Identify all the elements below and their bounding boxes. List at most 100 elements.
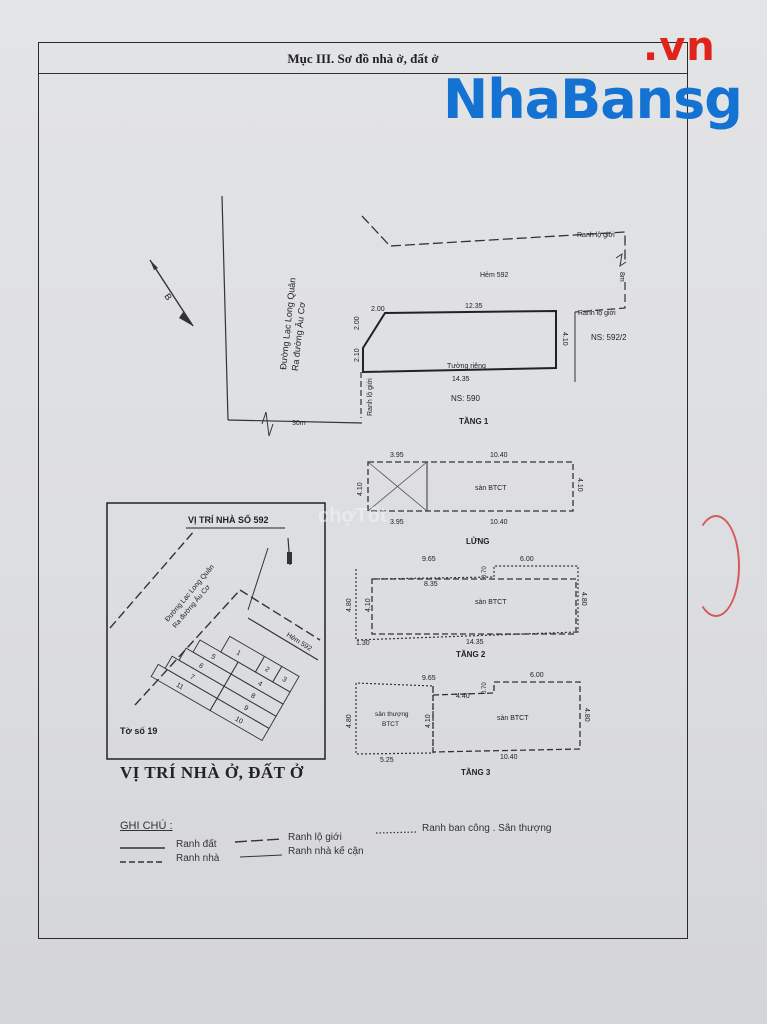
dim-top-main: 12.35 <box>465 303 483 310</box>
mez-top-right: 10.40 <box>490 452 508 459</box>
f3-bottom-left: 5.25 <box>380 757 394 764</box>
north-arrow-icon: B <box>149 259 194 327</box>
road-width-label: 30m <box>292 420 306 427</box>
legend-line-thin <box>239 854 283 858</box>
f3-inner: 4.40 <box>456 693 470 700</box>
lot-4: 4 <box>256 680 263 688</box>
f2-left-outer: 4.80 <box>346 598 353 612</box>
f2-left-inner: 4.10 <box>365 598 372 612</box>
dim-left-upper: 2.00 <box>354 316 361 330</box>
floor1-title: TẦNG 1 <box>459 416 489 426</box>
mezzanine-outline <box>367 461 574 512</box>
lot-6: 6 <box>197 662 204 670</box>
legend-line-dotted <box>375 831 417 834</box>
site-plan: 30m Đường Lạc Long Quân Ra đường Âu Cơ B… <box>149 195 627 437</box>
boundary-label-top: Ranh lộ giới <box>577 232 615 239</box>
alley-width-label: 8m <box>618 272 625 282</box>
mezzanine-title: LỬNG <box>466 537 490 546</box>
f3-terrace-label-1: sân thượng <box>375 711 409 718</box>
lot-7: 7 <box>189 674 196 682</box>
f3-terrace-label-2: BTCT <box>382 721 399 728</box>
svg-text:B: B <box>162 292 174 303</box>
legend-title: GHI CHÚ : <box>120 820 173 832</box>
lot-5: 5 <box>210 653 217 661</box>
f3-slab-label: sàn BTCT <box>497 715 529 722</box>
floor2-plan: 9.65 6.00 8.35 0.70 4.80 4.10 4.80 1.30 … <box>346 556 587 659</box>
f3-left-outer: 4.80 <box>346 714 353 728</box>
floor2-title: TẦNG 2 <box>456 649 486 659</box>
page-frame: Mục III. Sơ đồ nhà ở, đất ở <box>38 42 688 939</box>
f3-right: 4.80 <box>583 708 590 722</box>
f2-top-left: 9.65 <box>422 556 436 563</box>
lot-outline <box>362 309 557 374</box>
mez-slab-label: sàn BTCT <box>475 485 507 492</box>
f2-top-right: 6.00 <box>520 556 534 563</box>
lot-3: 3 <box>281 676 288 684</box>
main-road-line <box>109 529 196 629</box>
f2-inner: 8.35 <box>424 581 438 588</box>
legend-label-neighbor: Ranh nhà kế cận <box>288 846 364 857</box>
neighbor-right-label: NS: 592/2 <box>591 333 627 342</box>
dim-right-side: 4.10 <box>561 332 568 346</box>
floor2-outline <box>371 578 577 635</box>
legend-lines <box>120 831 417 863</box>
sheet-number: Tờ số 19 <box>120 726 157 736</box>
mez-left: 4.10 <box>357 482 364 496</box>
break-mark <box>261 411 274 437</box>
f2-right: 4.80 <box>580 592 587 606</box>
dim-bottom: 14.35 <box>452 376 470 383</box>
shared-wall-label: Tường riêng <box>447 363 486 370</box>
f3-top-right: 6.00 <box>530 672 544 679</box>
floor2-balcony-outline <box>355 565 579 641</box>
floor3-outline <box>432 681 581 753</box>
floor3-plan: 9.65 6.00 4.40 0.70 4.80 4.10 4.80 5.25 … <box>346 672 590 777</box>
f3-left-inner: 4.10 <box>425 714 432 728</box>
neighbor-bottom-label: NS: 590 <box>451 394 480 403</box>
legend-label-road-boundary: Ranh lộ giới <box>288 832 342 843</box>
mez-bottom-right: 10.40 <box>490 519 508 526</box>
f2-bottom: 14.35 <box>466 639 484 646</box>
f3-top-left: 9.65 <box>422 675 436 682</box>
title-divider <box>39 73 687 74</box>
location-map: VỊ TRÍ NHÀ SỐ 592 Đường Lạc Long Quân Ra… <box>106 502 326 760</box>
mezzanine-plan: 3.95 10.40 3.95 10.40 4.10 4.10 sàn BTCT… <box>357 452 583 546</box>
alley-boundary <box>361 215 626 260</box>
watermark-brand: NhaBansg <box>443 68 743 131</box>
alley-label: Hẻm 592 <box>480 272 509 279</box>
lot-11: 11 <box>175 682 185 692</box>
floor3-title: TẦNG 3 <box>461 767 491 777</box>
f2-bottom-left: 1.30 <box>356 640 370 647</box>
watermark-tld: .vn <box>643 24 716 70</box>
mez-top-left: 3.95 <box>390 452 404 459</box>
legend-label-balcony: Ranh ban công . Sân thượng <box>422 823 552 834</box>
location-caption: VỊ TRÍ NHÀ Ở, ĐẤT Ở <box>120 763 304 782</box>
lot-10: 10 <box>234 716 244 726</box>
mez-right: 4.10 <box>576 478 583 492</box>
void-cross-2 <box>367 461 428 512</box>
dim-top-left: 2.00 <box>371 306 385 313</box>
f2-notch: 0.70 <box>482 566 488 578</box>
f3-notch: 0.70 <box>482 682 488 694</box>
lot-2: 2 <box>263 666 270 674</box>
legend-label-land: Ranh đất <box>176 839 217 850</box>
north-arrow-small-icon <box>287 537 292 566</box>
legend-line-long-dash <box>234 838 283 843</box>
alley-branch <box>247 547 269 611</box>
f2-slab-label: sàn BTCT <box>475 599 507 606</box>
lot-9: 9 <box>242 705 249 713</box>
location-map-frame <box>106 502 326 760</box>
road-bottom-line <box>227 419 363 424</box>
lot-1: 1 <box>235 649 242 657</box>
lot-grid: 1 2 3 4 5 6 7 8 9 10 11 <box>150 635 300 742</box>
location-map-header: VỊ TRÍ NHÀ SỐ 592 <box>188 514 269 525</box>
legend-label-house: Ranh nhà <box>176 853 220 864</box>
right-boundary <box>574 282 626 313</box>
dim-left-lower: 2.10 <box>354 348 361 362</box>
alley-break-mark <box>615 252 627 268</box>
road-edge-line <box>221 195 229 421</box>
lot-8: 8 <box>249 692 256 700</box>
overlay-watermark: chợTốt <box>318 505 387 527</box>
mez-bottom-left: 3.95 <box>390 519 404 526</box>
